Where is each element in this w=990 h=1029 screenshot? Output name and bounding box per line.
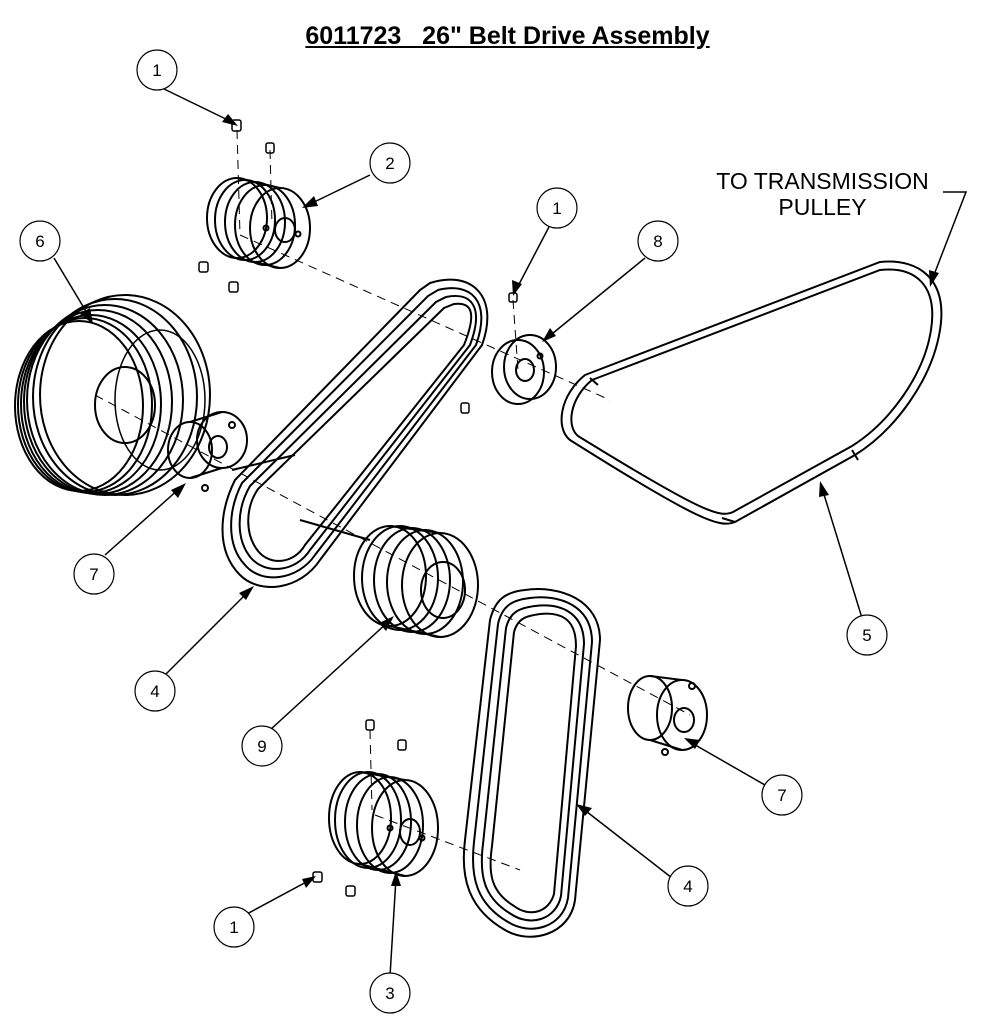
diagram-title: 6011723 26" Belt Drive Assembly xyxy=(305,22,710,50)
callout-4-right: 4 xyxy=(667,865,709,907)
callout-4-left-label: 4 xyxy=(150,682,159,701)
callout-6-label: 6 xyxy=(35,232,44,251)
callouts: 1 2 1 8 6 7 4 9 xyxy=(19,49,888,1014)
sheave-2 xyxy=(206,177,311,269)
bushing-8 xyxy=(491,334,557,405)
note-line-1: TO TRANSMISSION xyxy=(716,168,929,194)
callout-8: 8 xyxy=(637,220,679,262)
callout-7-right-label: 7 xyxy=(777,786,786,805)
belt-4b xyxy=(462,588,602,938)
belt-5 xyxy=(560,260,943,525)
callout-2: 2 xyxy=(369,142,411,184)
callout-9-label: 9 xyxy=(257,737,266,756)
callout-2-label: 2 xyxy=(385,154,394,173)
callout-1-top-label: 1 xyxy=(152,61,161,80)
callout-1-mid: 1 xyxy=(536,187,578,229)
callout-1-mid-label: 1 xyxy=(552,199,561,218)
callout-4-right-label: 4 xyxy=(683,877,692,896)
callout-1-bottom: 1 xyxy=(213,906,255,948)
set-screws xyxy=(198,119,518,897)
callout-3: 3 xyxy=(369,972,411,1014)
callout-8-label: 8 xyxy=(653,232,662,251)
center-lines xyxy=(94,129,691,871)
bushing-7a xyxy=(167,411,248,492)
callout-4-left: 4 xyxy=(134,670,176,712)
bushing-7b xyxy=(627,675,708,756)
transmission-pulley-note: TO TRANSMISSION PULLEY xyxy=(690,168,955,220)
callout-7-right: 7 xyxy=(761,774,803,816)
leader-lines xyxy=(53,87,968,977)
callout-5: 5 xyxy=(846,614,888,656)
callout-1-bottom-label: 1 xyxy=(229,918,238,937)
callout-6: 6 xyxy=(19,220,61,262)
callout-3-label: 3 xyxy=(385,984,394,1003)
callout-9: 9 xyxy=(241,725,283,767)
sheave-3 xyxy=(328,771,439,877)
callout-7-left: 7 xyxy=(73,553,115,595)
callout-7-left-label: 7 xyxy=(89,565,98,584)
note-line-2: PULLEY xyxy=(778,194,867,220)
callout-5-label: 5 xyxy=(862,626,871,645)
sheave-9 xyxy=(353,525,479,638)
belt-4a xyxy=(221,278,489,588)
callout-1-top: 1 xyxy=(136,49,178,91)
large-sheave-6 xyxy=(14,294,211,496)
